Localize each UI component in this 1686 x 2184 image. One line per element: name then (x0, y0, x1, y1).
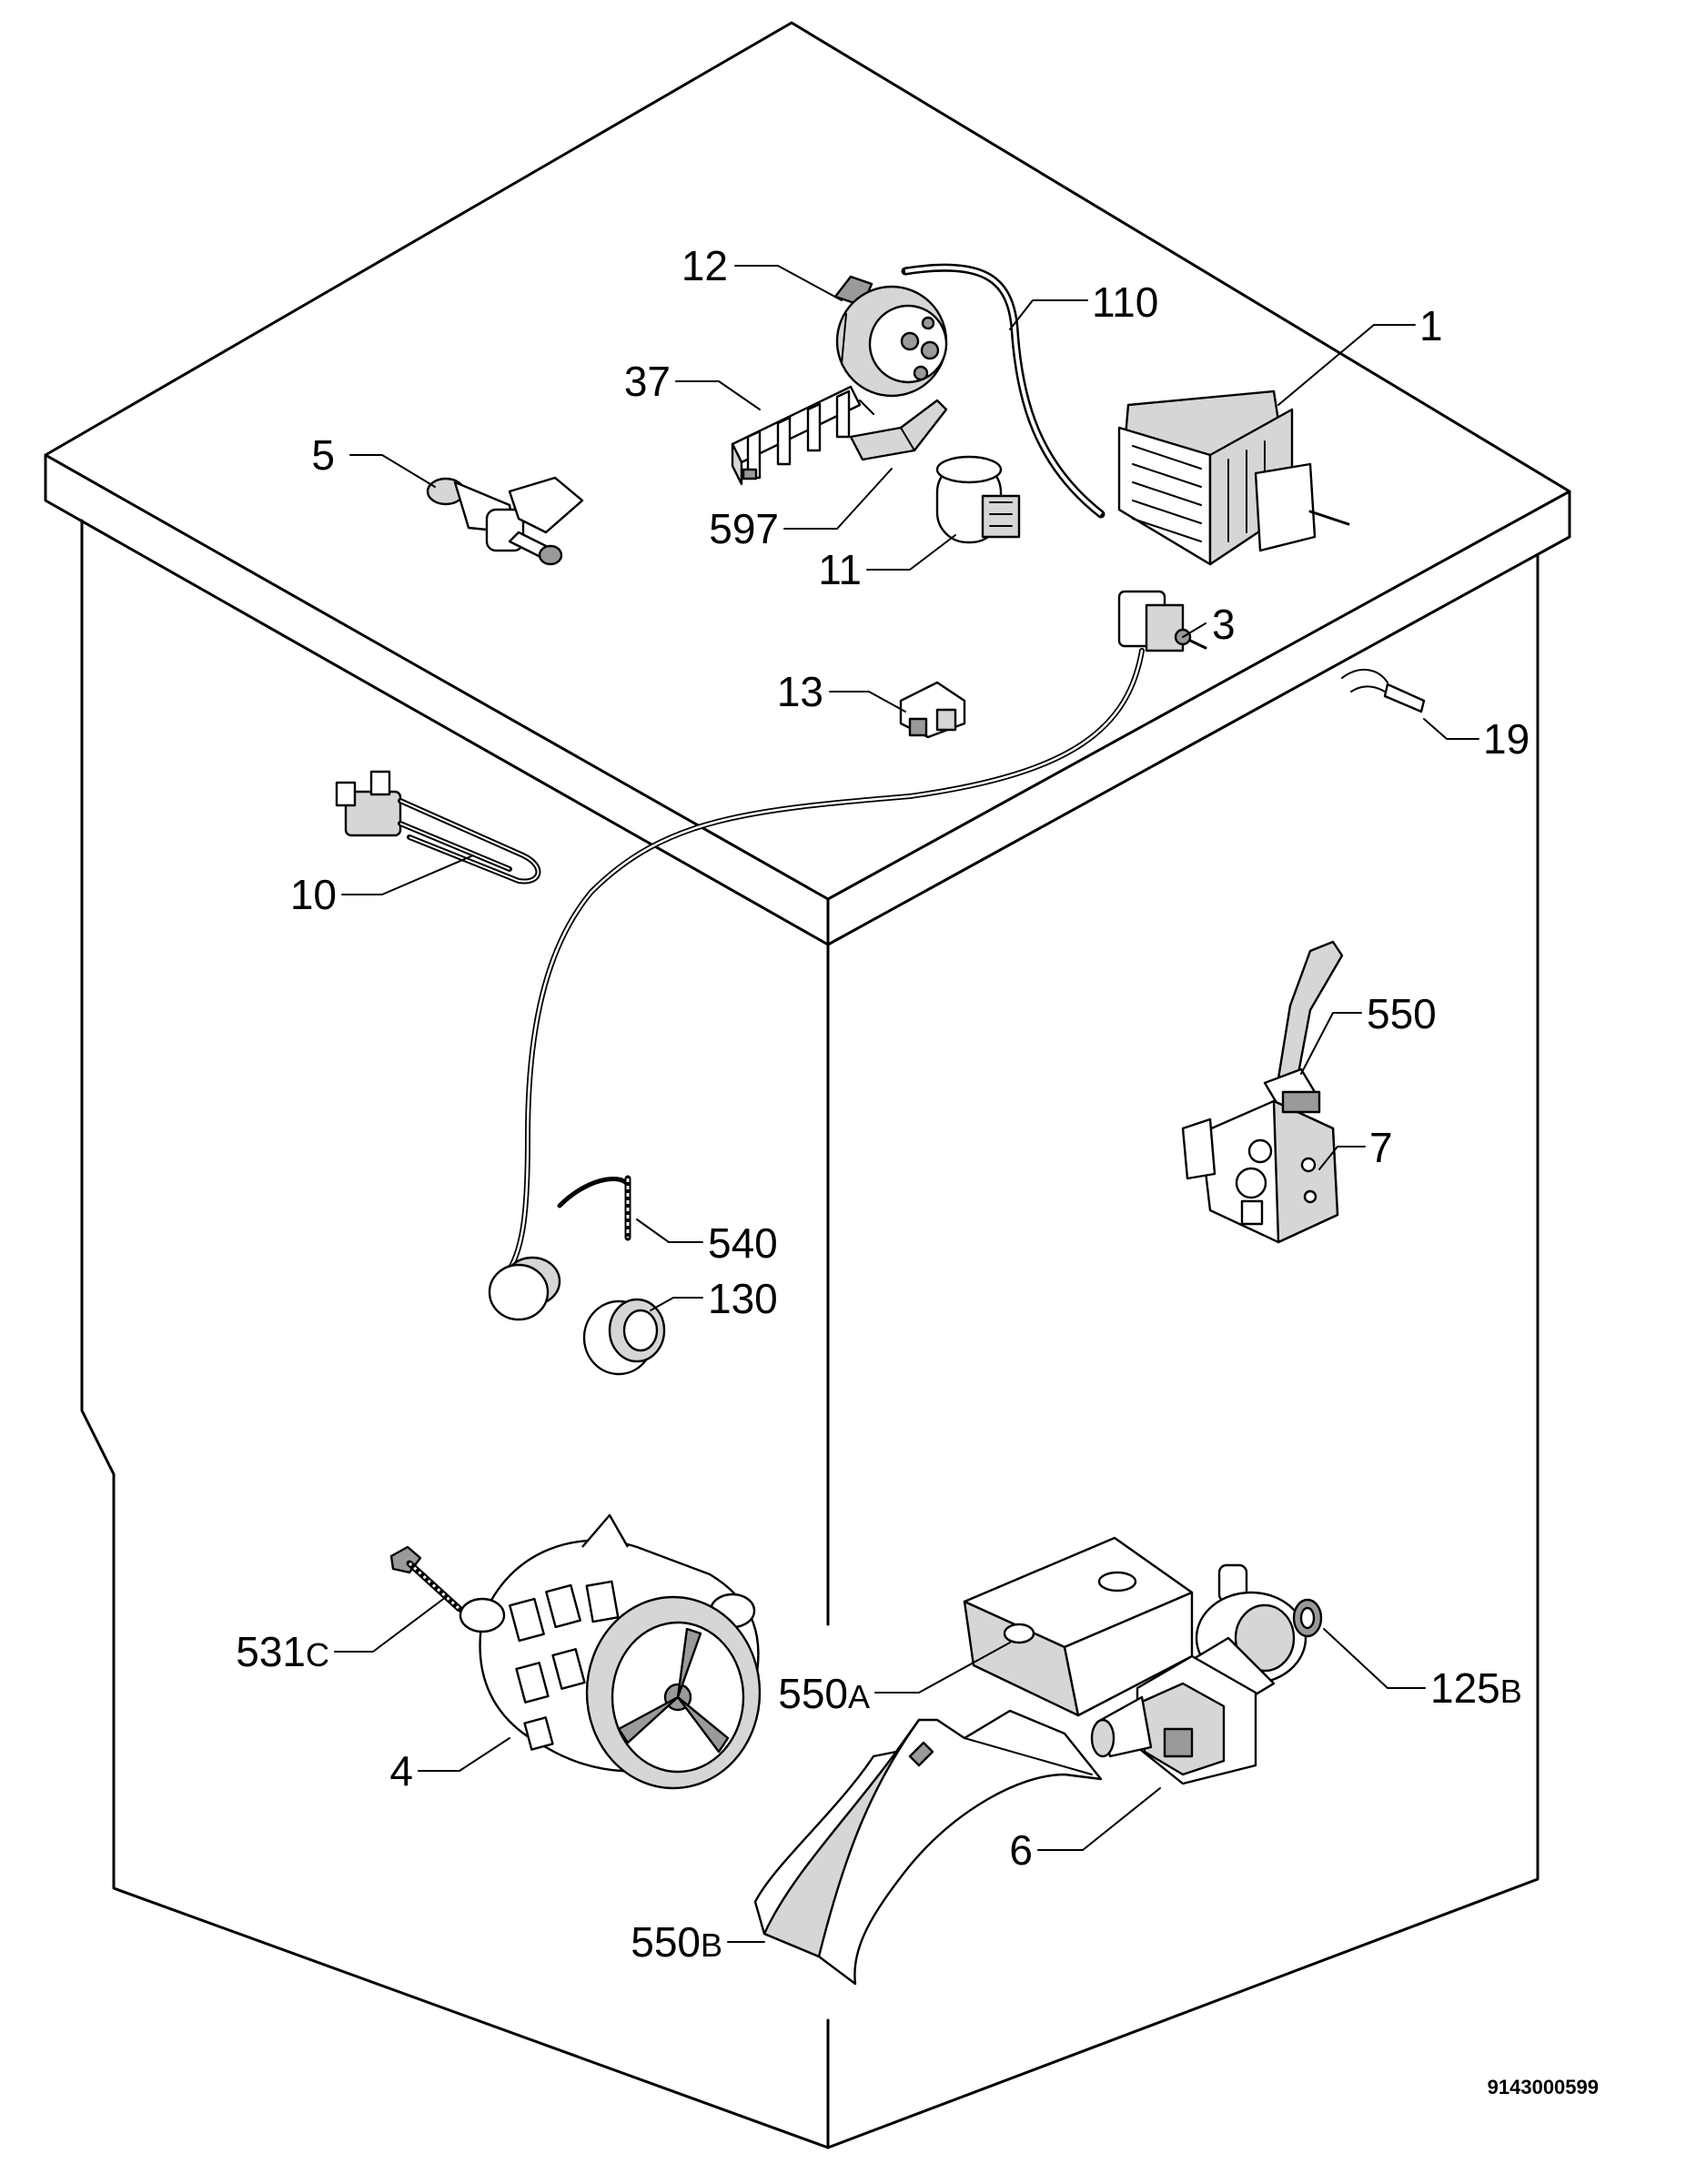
part-19-temperature-sensor (1341, 669, 1426, 713)
callout-19: 19 (1483, 715, 1530, 763)
part-531c-screw (389, 1545, 463, 1613)
part-597-clip (849, 399, 948, 461)
callout-125b-number: 125 (1430, 1664, 1500, 1712)
callout-550a-number: 550 (778, 1670, 848, 1717)
callout-597: 597 (709, 505, 779, 552)
callout-125b-suffix: B (1500, 1673, 1522, 1710)
callout-550a-suffix: A (848, 1678, 870, 1715)
callout-550a: 550A (778, 1670, 870, 1717)
callout-6: 6 (1009, 1826, 1033, 1874)
callout-550b-number: 550 (631, 1918, 701, 1966)
part-110-pressure-hose (901, 263, 1105, 519)
callout-130: 130 (708, 1275, 778, 1322)
callout-11: 11 (818, 546, 862, 593)
part-540-cable-clip (557, 1175, 631, 1241)
part-3-switch (1117, 590, 1207, 652)
callout-12: 12 (681, 242, 728, 289)
wiring-harness-cable (507, 648, 1145, 1272)
callout-5: 5 (311, 431, 335, 479)
callout-125b: 125B (1430, 1664, 1522, 1712)
callout-13: 13 (777, 668, 823, 715)
part-550-lever (1263, 940, 1344, 1107)
callout-3: 3 (1212, 601, 1236, 648)
callout-550b: 550B (631, 1918, 722, 1966)
part-7-door-interlock (1181, 1090, 1339, 1244)
callout-540: 540 (708, 1219, 778, 1267)
part-6-drain-pump (1090, 1563, 1307, 1785)
part-125b-seal (1292, 1598, 1323, 1638)
part-130-grommet (488, 1256, 666, 1376)
callout-531c-number: 531 (236, 1628, 306, 1675)
callout-531c: 531C (236, 1628, 329, 1675)
callout-labels: 12 110 1 37 5 597 11 3 13 19 10 550 7 54… (236, 242, 1599, 2098)
part-12-pressure-switch (833, 275, 948, 415)
part-11-capacitor (935, 455, 1021, 544)
callout-10: 10 (290, 871, 337, 918)
cabinet-outline (44, 21, 1571, 2149)
callout-110: 110 (1092, 278, 1158, 326)
part-4-motor (459, 1513, 762, 1790)
part-550b-duct (753, 1709, 1103, 1986)
callout-550b-suffix: B (701, 1926, 722, 1964)
part-5-inlet-valve (426, 476, 584, 566)
callout-531c-suffix: C (306, 1636, 329, 1673)
callout-1: 1 (1419, 302, 1443, 349)
callout-550: 550 (1367, 990, 1437, 1037)
part-1-programme-timer (1117, 389, 1350, 566)
callout-37: 37 (624, 358, 671, 405)
callout-4: 4 (389, 1747, 413, 1795)
part-13-connector (899, 681, 966, 739)
drawing-code: 9143000599 (1488, 2076, 1599, 2098)
callout-7: 7 (1369, 1124, 1393, 1171)
leader-lines (334, 265, 1479, 1943)
part-37-terminal-block (731, 385, 862, 486)
part-10-heating-element (335, 770, 541, 885)
